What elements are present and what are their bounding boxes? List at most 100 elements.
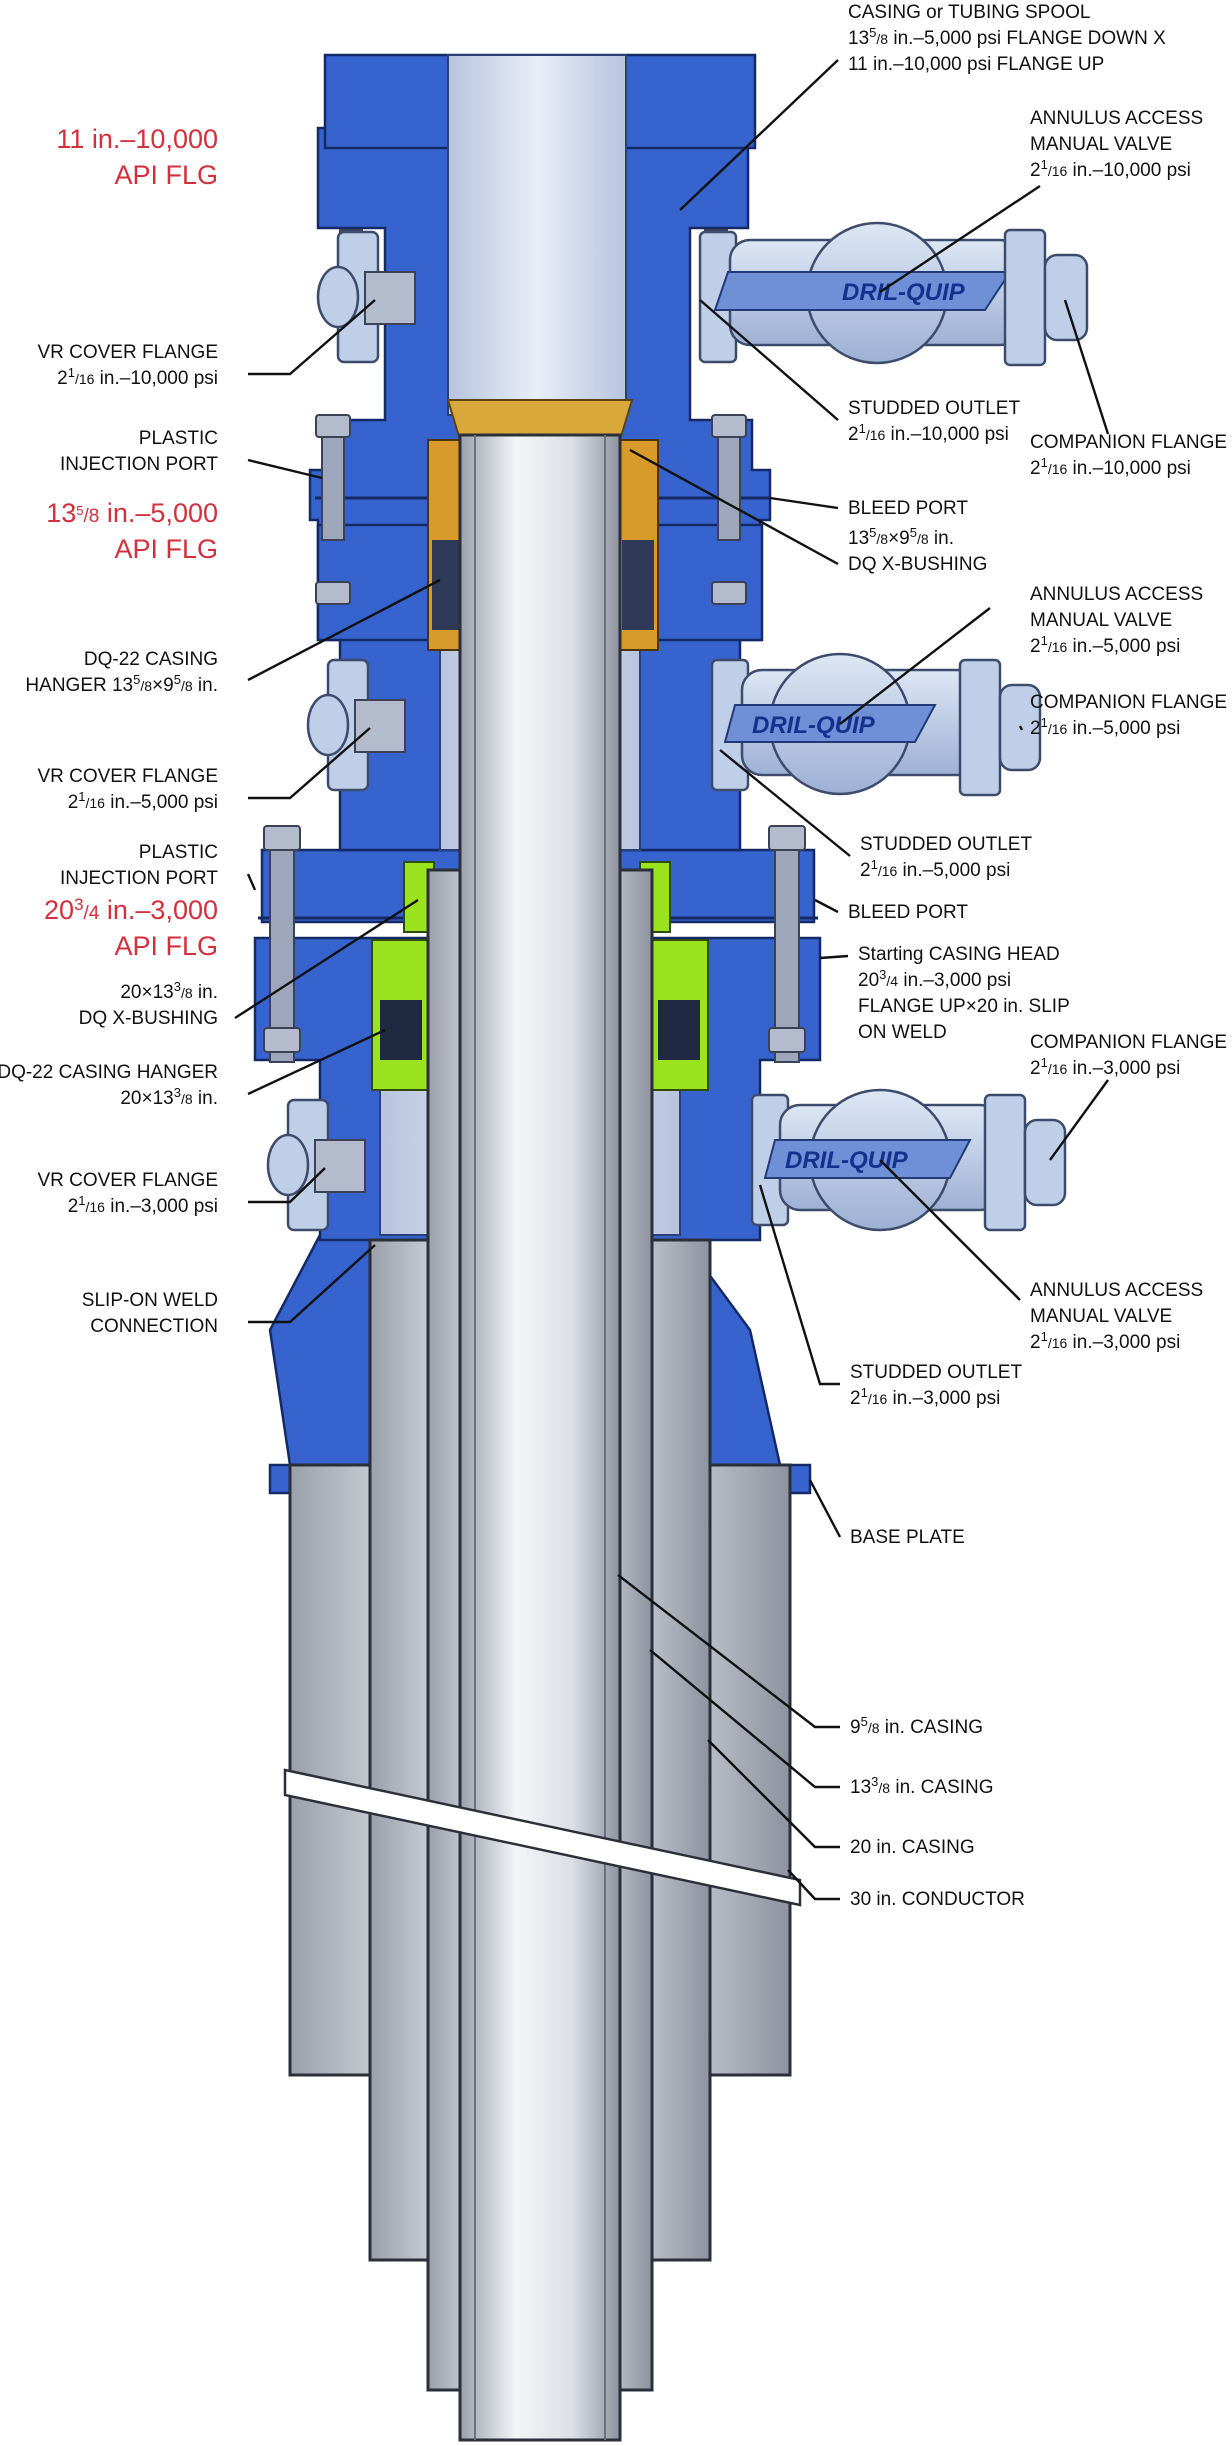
svg-text:COMPANION FLANGE: COMPANION FLANGE (1030, 692, 1227, 713)
svg-text:21/16 in.–5,000 psi: 21/16 in.–5,000 psi (68, 789, 218, 814)
rating-11-api-flg: API FLG (114, 160, 218, 190)
label-casing-1338: 133/8 in. CASING (850, 1774, 994, 1799)
nut (711, 581, 747, 605)
label-xbushing-20: 20×133/8 in. DQ X-BUSHING (79, 979, 218, 1030)
leader-spool (679, 59, 839, 211)
svg-text:21/16 in.–5,000 psi: 21/16 in.–5,000 psi (1030, 715, 1180, 740)
leader-vr-cover-top (248, 299, 376, 376)
svg-text:Starting CASING HEAD: Starting CASING HEAD (858, 944, 1060, 965)
annulus-valve-top: DRIL-QUIP (698, 221, 1089, 367)
label-plastic-port-top: PLASTIC INJECTION PORT (60, 428, 218, 475)
svg-text:COMPANION FLANGE: COMPANION FLANGE (1030, 432, 1227, 453)
svg-text:21/16 in.–3,000 psi: 21/16 in.–3,000 psi (850, 1385, 1000, 1410)
svg-text:21/16 in.–10,000 psi: 21/16 in.–10,000 psi (848, 421, 1009, 446)
label-studded-mid: STUDDED OUTLET 21/16 in.–5,000 psi (860, 834, 1032, 881)
leader-plastic-port-top (247, 458, 323, 480)
label-xbushing-13: 135/8×95/8 in. DQ X-BUSHING (848, 525, 987, 576)
svg-text:21/16 in.–10,000 psi: 21/16 in.–10,000 psi (1030, 157, 1191, 182)
leader-casing-20 (707, 1739, 840, 1849)
svg-text:VR COVER FLANGE: VR COVER FLANGE (37, 342, 218, 363)
label-studded-bottom: STUDDED OUTLET 21/16 in.–3,000 psi (850, 1362, 1022, 1409)
svg-text:INJECTION PORT: INJECTION PORT (60, 868, 218, 889)
leader-xbushing-20 (234, 898, 419, 1020)
svg-text:BLEED PORT: BLEED PORT (848, 902, 968, 923)
vr-cover-flange-mid (306, 658, 406, 792)
svg-text:20×133/8 in.: 20×133/8 in. (120, 979, 218, 1004)
leader-studded-mid (719, 749, 851, 857)
nut (315, 414, 351, 438)
label-annulus-bottom: ANNULUS ACCESS MANUAL VALVE 21/16 in.–3,… (1030, 1280, 1203, 1353)
svg-text:ANNULUS ACCESS: ANNULUS ACCESS (1030, 108, 1203, 129)
nut (263, 825, 301, 851)
svg-text:21/16 in.–3,000 psi: 21/16 in.–3,000 psi (1030, 1055, 1180, 1080)
leader-plastic-port-bottom (246, 873, 257, 891)
rating-13-5000: 135/8 in.–5,000 (46, 498, 218, 528)
label-casing-20: 20 in. CASING (850, 1837, 975, 1858)
nut (768, 1027, 806, 1053)
leader-slip-on (248, 1244, 376, 1324)
svg-text:11 in.–10,000 psi FLANGE UP: 11 in.–10,000 psi FLANGE UP (848, 54, 1104, 75)
svg-text:21/16 in.–10,000 psi: 21/16 in.–10,000 psi (1030, 455, 1191, 480)
svg-text:203/4 in.–3,000 psi: 203/4 in.–3,000 psi (858, 967, 1011, 992)
leader-annulus-bottom (879, 1159, 1021, 1301)
leader-casing-1338 (649, 1649, 840, 1789)
label-spool: CASING or TUBING SPOOL 135/8 in.–5,000 p… (848, 2, 1166, 75)
svg-text:CONNECTION: CONNECTION (90, 1316, 218, 1337)
leader-base-plate (808, 1479, 842, 1538)
svg-text:PLASTIC: PLASTIC (139, 428, 218, 449)
leader-companion-mid (1018, 725, 1024, 731)
svg-text:21/16 in.–3,000 psi: 21/16 in.–3,000 psi (68, 1193, 218, 1218)
casing-9-5-8 (458, 433, 622, 2442)
label-companion-top: COMPANION FLANGE 21/16 in.–10,000 psi (1030, 432, 1227, 479)
svg-text:SLIP-ON WELD: SLIP-ON WELD (82, 1290, 218, 1311)
label-bleed-bottom: BLEED PORT (848, 902, 968, 923)
svg-text:DQ-22 CASING HANGER: DQ-22 CASING HANGER (0, 1062, 218, 1083)
label-annulus-top: ANNULUS ACCESS MANUAL VALVE 21/16 in.–10… (1030, 108, 1203, 181)
label-companion-bottom: COMPANION FLANGE 21/16 in.–3,000 psi (1030, 1032, 1227, 1079)
leader-studded-top (699, 299, 839, 421)
label-vr-cover-mid: VR COVER FLANGE 21/16 in.–5,000 psi (37, 766, 218, 813)
label-plastic-port-bottom: PLASTIC INJECTION PORT (60, 842, 218, 889)
svg-text:BASE PLATE: BASE PLATE (850, 1527, 965, 1548)
svg-text:VR COVER FLANGE: VR COVER FLANGE (37, 1170, 218, 1191)
leader-dq22-bottom (247, 1028, 386, 1096)
rating-11-10000: 11 in.–10,000 (56, 124, 218, 154)
label-casing-head: Starting CASING HEAD 203/4 in.–3,000 psi… (858, 944, 1070, 1043)
label-conductor-30: 30 in. CONDUCTOR (850, 1889, 1025, 1910)
label-dq22-top: DQ-22 CASING HANGER 135/8×95/8 in. (25, 649, 218, 696)
label-annulus-mid: ANNULUS ACCESS MANUAL VALVE 21/16 in.–5,… (1030, 584, 1203, 657)
label-bleed-top: BLEED PORT (848, 498, 968, 519)
leader-vr-cover-bottom (248, 1167, 326, 1204)
svg-text:HANGER 135/8×95/8 in.: HANGER 135/8×95/8 in. (25, 672, 218, 697)
svg-text:DQ X-BUSHING: DQ X-BUSHING (79, 1008, 218, 1029)
svg-text:95/8 in. CASING: 95/8 in. CASING (850, 1714, 983, 1739)
svg-text:135/8 in.–5,000 psi FLANGE DOW: 135/8 in.–5,000 psi FLANGE DOWN X (848, 25, 1166, 50)
svg-text:133/8 in. CASING: 133/8 in. CASING (850, 1774, 994, 1799)
leader-studded-bottom (758, 1184, 840, 1386)
leader-annulus-top (879, 184, 1041, 294)
svg-text:STUDDED OUTLET: STUDDED OUTLET (848, 398, 1020, 419)
leader-bleed-top (769, 496, 839, 510)
svg-text:21/16 in.–3,000 psi: 21/16 in.–3,000 psi (1030, 1329, 1180, 1354)
rating-20-api-flg: API FLG (114, 931, 218, 961)
rating-20-3000: 203/4 in.–3,000 (44, 895, 218, 926)
nut (315, 581, 351, 605)
svg-text:VR COVER FLANGE: VR COVER FLANGE (37, 766, 218, 787)
svg-text:MANUAL VALVE: MANUAL VALVE (1030, 1306, 1172, 1327)
dq22-hanger-20-right-insert (658, 1000, 700, 1060)
annulus-valve-bottom: DRIL-QUIP (750, 1088, 1067, 1232)
cutaway-break (283, 1768, 802, 1907)
svg-text:DQ-22 CASING: DQ-22 CASING (84, 649, 218, 670)
svg-text:30 in. CONDUCTOR: 30 in. CONDUCTOR (850, 1889, 1025, 1910)
rating-13-api-flg: API FLG (114, 534, 218, 564)
leader-companion-bottom (1049, 1079, 1109, 1161)
leader-dq22-top (247, 578, 441, 682)
svg-text:MANUAL VALVE: MANUAL VALVE (1030, 134, 1172, 155)
dq22-hanger-13-right-insert (622, 540, 654, 630)
svg-text:STUDDED OUTLET: STUDDED OUTLET (850, 1362, 1022, 1383)
leader-casing-head (819, 954, 849, 960)
label-slip-on-weld: SLIP-ON WELD CONNECTION (82, 1290, 218, 1337)
valve-brand-mid: DRIL-QUIP (752, 712, 876, 739)
label-vr-cover-bottom: VR COVER FLANGE 21/16 in.–3,000 psi (37, 1170, 218, 1217)
